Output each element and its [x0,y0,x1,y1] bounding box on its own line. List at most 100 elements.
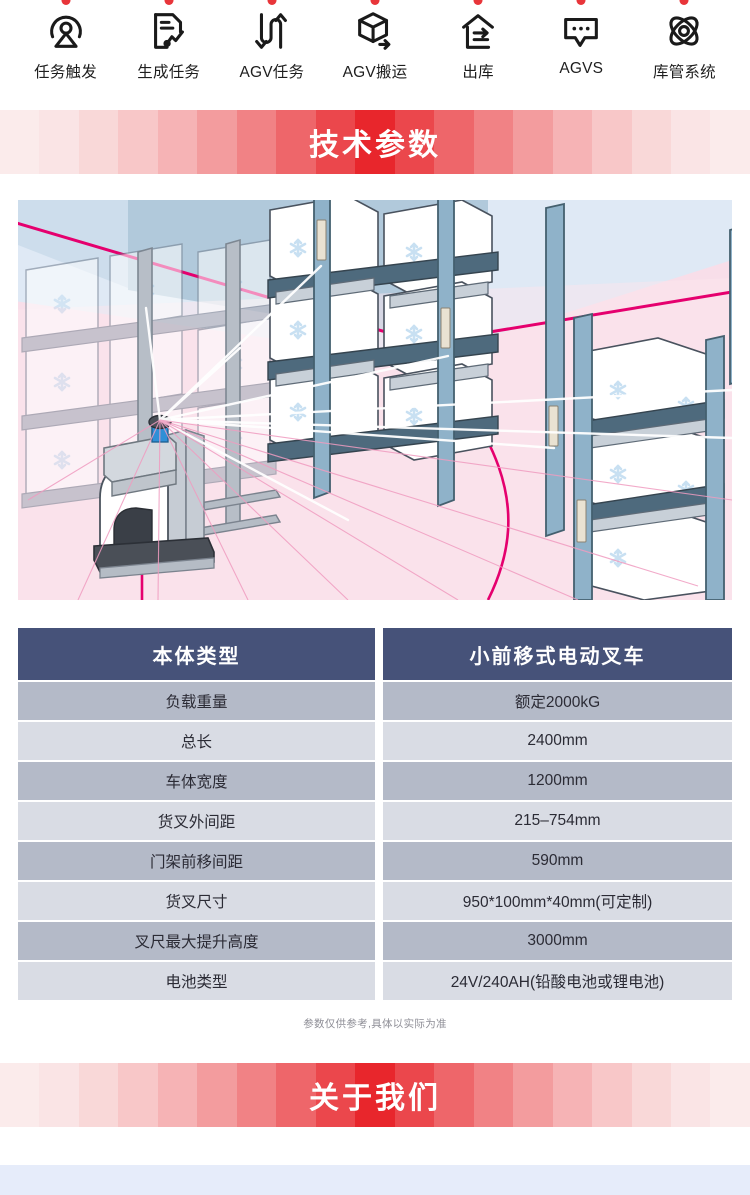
banner-stripe [710,110,750,174]
nav-label: AGV任务 [239,64,305,81]
banner-stripe [473,110,514,174]
banner-stripe [39,1063,79,1127]
banner-stripe [552,1063,593,1127]
red-dot-icon [576,0,586,5]
document-chart-icon [142,4,196,58]
section-banner-about-us: 关于我们 [0,1063,750,1127]
table-row: 车体宽度 1200mm [18,762,732,800]
banner-stripe [0,1063,40,1127]
banner-stripe [513,110,553,174]
red-dot-icon [267,0,277,5]
spec-value: 额定2000kG [383,682,732,720]
red-dot-icon [473,0,483,5]
banner-stripe [394,1063,435,1127]
chat-bubble-icon [554,4,608,58]
spec-value: 3000mm [383,922,732,960]
nav-label: 出库 [462,64,494,81]
table-row: 货叉尺寸 950*100mm*40mm(可定制) [18,882,732,920]
banner-stripe [78,110,119,174]
banner-stripes [0,110,750,174]
spec-value: 24V/240AH(铅酸电池或锂电池) [383,962,732,1000]
banner-stripe [315,1063,356,1127]
banner-stripe [78,1063,119,1127]
warehouse-agv-illustration [18,200,732,600]
spec-label: 电池类型 [18,962,375,1000]
box-arrow-icon [348,4,402,58]
nav-item-agv-transport[interactable]: AGV搬运 [327,0,423,82]
spec-label: 叉尺最大提升高度 [18,922,375,960]
table-header-label: 本体类型 [18,628,375,680]
banner-stripe [157,110,198,174]
red-dot-icon [679,0,689,5]
atom-orbit-icon [657,4,711,58]
banner-stripe [197,110,237,174]
banner-stripe [394,110,435,174]
banner-stripes [0,1063,750,1127]
banner-stripe [118,1063,158,1127]
table-footnote: 参数仅供参考,具体以实际为准 [303,1018,447,1030]
spec-value: 2400mm [383,722,732,760]
spec-label: 货叉尺寸 [18,882,375,920]
banner-stripe [473,1063,514,1127]
banner-stripe [631,110,671,174]
section-banner-tech-params: 技术参数 [0,110,750,174]
spec-value: 950*100mm*40mm(可定制) [383,882,732,920]
spec-label: 负载重量 [18,682,375,720]
table-row: 总长 2400mm [18,722,732,760]
banner-stripe [118,110,158,174]
broadcast-tower-icon [39,4,93,58]
spec-label: 总长 [18,722,375,760]
banner-stripe [670,110,711,174]
page-bottom-strip [0,1165,750,1195]
nav-item-agvs[interactable]: AGVS [533,0,629,78]
feature-icon-row: 任务触发 生成任务 [0,0,750,100]
warehouse-out-icon [451,4,505,58]
nav-label: 生成任务 [137,64,201,81]
table-row: 电池类型 24V/240AH(铅酸电池或锂电池) [18,962,732,1000]
nav-label: 任务触发 [34,64,97,81]
nav-label: AGVS [559,60,604,77]
banner-stripe [552,110,593,174]
banner-stripe [513,1063,553,1127]
banner-stripe [276,1063,316,1127]
red-dot-icon [370,0,380,5]
banner-stripe [355,110,395,174]
spec-label: 门架前移间距 [18,842,375,880]
banner-stripe [710,1063,750,1127]
nav-item-agv-task[interactable]: AGV任务 [224,0,320,82]
banner-stripe [592,110,632,174]
table-row: 叉尺最大提升高度 3000mm [18,922,732,960]
nav-label: AGV搬运 [342,64,408,81]
banner-stripe [39,110,79,174]
red-dot-icon [164,0,174,5]
table-row: 负载重量 额定2000kG [18,682,732,720]
banner-stripe [315,110,356,174]
table-header-row: 本体类型 小前移式电动叉车 [18,628,732,680]
banner-stripe [0,110,40,174]
red-dot-icon [61,0,71,5]
section-title: 技术参数 [309,129,441,162]
nav-item-outbound[interactable]: 出库 [430,0,526,82]
banner-stripe [631,1063,671,1127]
table-row: 门架前移间距 590mm [18,842,732,880]
banner-stripe [157,1063,198,1127]
section-title: 关于我们 [309,1082,441,1115]
table-row: 货叉外间距 215–754mm [18,802,732,840]
spec-value: 215–754mm [383,802,732,840]
nav-item-task-trigger[interactable]: 任务触发 [18,0,114,82]
spec-label: 车体宽度 [18,762,375,800]
banner-stripe [670,1063,711,1127]
spec-table: 本体类型 小前移式电动叉车 负载重量 额定2000kG 总长 2400mm 车体… [18,628,732,1000]
nav-item-generate-task[interactable]: 生成任务 [121,0,217,82]
banner-stripe [434,110,474,174]
banner-stripe [236,1063,277,1127]
table-header-value: 小前移式电动叉车 [383,628,732,680]
nav-item-warehouse-system[interactable]: 库管系统 [636,0,732,82]
banner-stripe [197,1063,237,1127]
spec-value: 590mm [383,842,732,880]
banner-stripe [355,1063,395,1127]
banner-stripe [434,1063,474,1127]
banner-stripe [236,110,277,174]
nav-label: 库管系统 [653,64,716,81]
